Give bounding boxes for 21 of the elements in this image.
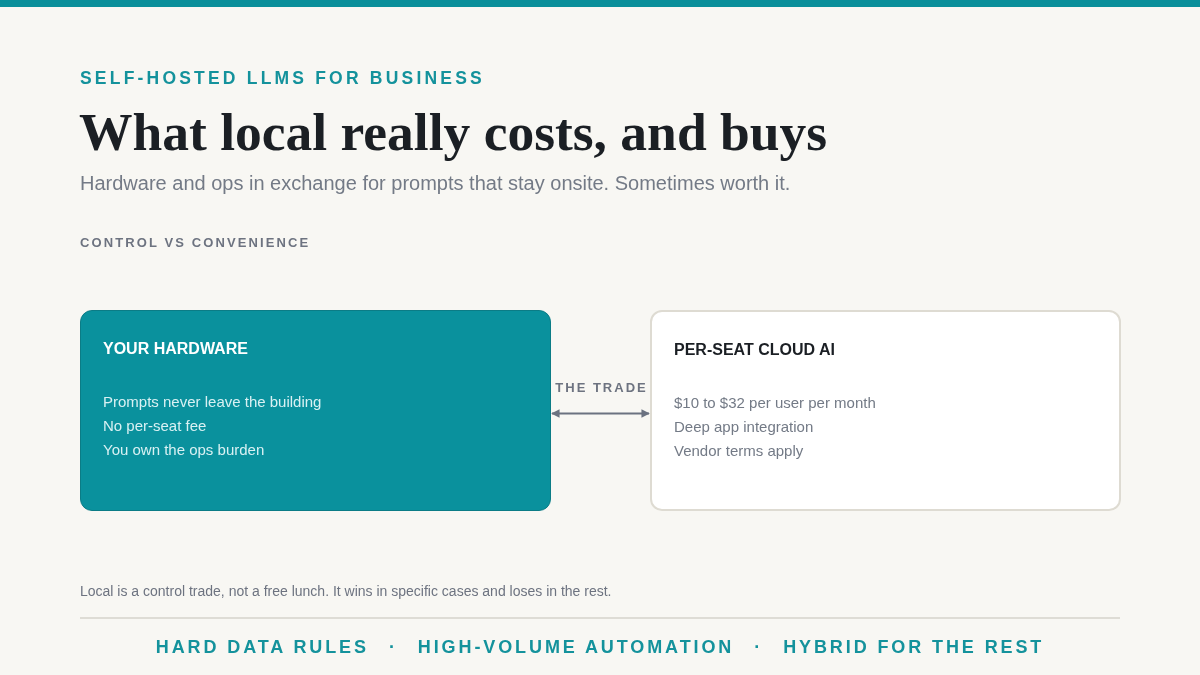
takeaway-text: HYBRID FOR THE REST	[783, 636, 1045, 659]
feature-text: Vendor terms apply	[674, 441, 804, 461]
option-card	[650, 310, 1121, 511]
card-heading: YOUR HARDWARE	[103, 339, 248, 359]
separator-dot: ·	[754, 636, 764, 659]
footnote-text: Local is a control trade, not a free lunch. It wins in specific cases and loses in the rest.	[80, 583, 612, 599]
subtitle-text: Hardware and ops in exchange for prompts that stay onsite. Sometimes worth it.	[80, 172, 791, 195]
page-title: What local really costs, and buys	[79, 103, 828, 162]
eyebrow-text: SELF-HOSTED LLMS FOR BUSINESS	[80, 68, 485, 89]
card-heading: PER-SEAT CLOUD AI	[674, 340, 835, 360]
feature-text: Prompts never leave the building	[103, 392, 322, 412]
section-heading: CONTROL VS CONVENIENCE	[80, 235, 311, 250]
takeaway-text: HARD DATA RULES	[155, 636, 369, 659]
feature-text: You own the ops burden	[103, 440, 265, 460]
feature-text: $10 to $32 per user per month	[674, 393, 876, 413]
feature-text: Deep app integration	[674, 417, 814, 437]
takeaway-text: HIGH-VOLUME AUTOMATION	[417, 636, 735, 659]
option-card	[80, 310, 551, 511]
separator-dot: ·	[388, 636, 398, 659]
feature-text: No per-seat fee	[103, 416, 207, 436]
double-arrow	[551, 409, 650, 418]
